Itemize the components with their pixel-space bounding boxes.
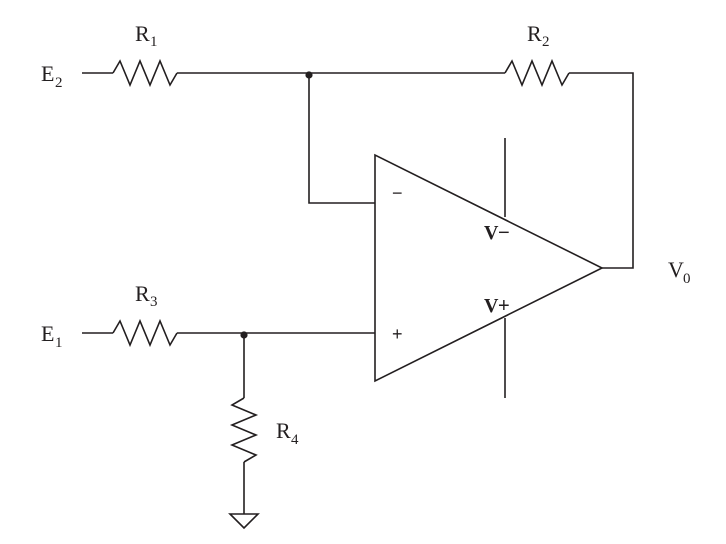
svg-text:1: 1 <box>55 335 63 351</box>
svg-text:1: 1 <box>150 34 158 50</box>
svg-text:2: 2 <box>542 34 550 50</box>
resistor-r1 <box>112 58 178 88</box>
resistor-r3 <box>112 318 178 348</box>
svg-text:3: 3 <box>150 294 158 310</box>
svg-text:R: R <box>527 21 542 46</box>
rail-pos-label: V + <box>484 295 510 317</box>
label-r4: R 4 <box>276 418 299 448</box>
resistor-r2 <box>504 58 570 88</box>
label-v0: V 0 <box>668 257 691 287</box>
svg-text:2: 2 <box>55 75 63 91</box>
svg-text:V: V <box>484 222 499 244</box>
rail-neg-label: V − <box>484 222 510 244</box>
svg-text:E: E <box>41 321 54 346</box>
wire-inverting-input <box>308 75 375 204</box>
svg-text:V: V <box>668 257 684 282</box>
label-r3: R 3 <box>135 281 158 310</box>
noninverting-sign: + <box>392 324 403 344</box>
svg-text:+: + <box>498 295 510 317</box>
resistor-r4 <box>229 397 259 463</box>
label-r1: R 1 <box>135 21 158 50</box>
label-r2: R 2 <box>527 21 550 50</box>
svg-text:4: 4 <box>291 432 299 448</box>
svg-text:−: − <box>498 222 510 244</box>
svg-text:R: R <box>276 418 291 443</box>
svg-text:0: 0 <box>683 271 691 287</box>
label-e2: E 2 <box>41 61 63 91</box>
opamp-triangle <box>374 153 604 383</box>
ground-icon <box>228 513 260 530</box>
svg-text:E: E <box>41 61 54 86</box>
wire-feedback <box>569 72 634 269</box>
svg-text:R: R <box>135 281 150 306</box>
inverting-sign: − <box>392 183 403 203</box>
label-e1: E 1 <box>41 321 63 351</box>
svg-text:R: R <box>135 21 150 46</box>
svg-text:V: V <box>484 295 499 317</box>
